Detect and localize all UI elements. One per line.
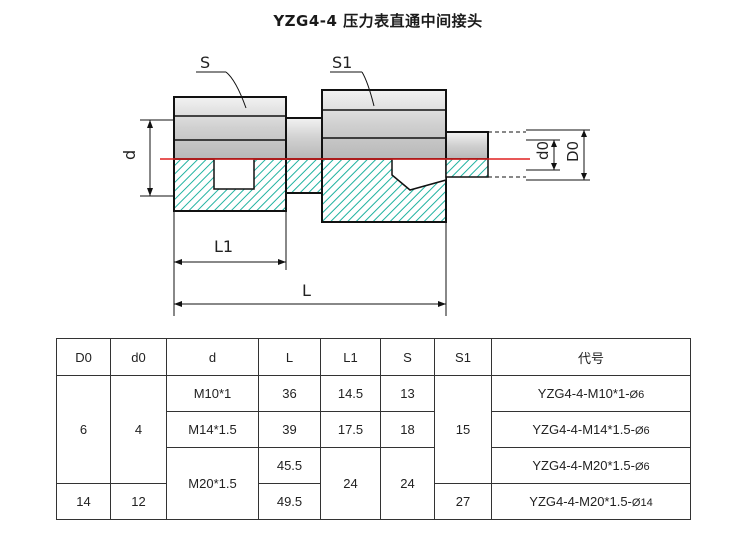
cell-d: M20*1.5 [166,447,259,520]
label-s: S [200,53,210,72]
header-d0: d0 [110,338,167,376]
cell-code: YZG4-4-M20*1.5-Ø14 [491,483,691,520]
table-row: 14 12 49.5 27 YZG4-4-M20*1.5-Ø14 [56,483,691,520]
cell-code: YZG4-4-M10*1-Ø6 [491,375,691,412]
label-L: L [302,281,311,300]
cell-D0: 14 [56,483,111,520]
table-row: 6 4 M10*1 36 14.5 13 15 YZG4-4-M10*1-Ø6 [56,375,691,484]
label-D0: D0 [564,141,582,162]
dimension-d: d [120,119,174,197]
cell-code: YZG4-4-M20*1.5-Ø6 [491,447,691,484]
left-hex-body [173,96,287,212]
dimension-D0: D0 [526,129,590,181]
cell-S: 24 [380,447,435,520]
code-diameter: Ø14 [631,497,653,509]
cell-L1: 17.5 [320,411,381,448]
cell-d: M14*1.5 [166,411,259,448]
cell-S1: 27 [434,483,492,520]
cell-L: 36 [258,375,321,412]
cell-d: M10*1 [166,375,259,412]
label-d: d [120,150,139,160]
cell-L1: 14.5 [320,375,381,412]
cell-S1: 15 [434,375,492,484]
header-S: S [380,338,435,376]
tube [445,131,526,178]
header-code: 代号 [491,338,691,376]
table-row: M14*1.5 39 17.5 18 YZG4-4-M14*1.5-Ø6 [57,411,691,448]
leader-s: S [196,53,247,109]
cell-D0: 6 [56,375,111,484]
cell-L1: 24 [320,447,381,520]
code-text: YZG4-4-M10*1- [537,386,630,401]
header-L1: L1 [320,338,381,376]
dimension-d0: d0 [526,139,560,171]
table-row: M20*1.5 45.5 24 24 YZG4-4-M20*1.5-Ø6 [57,447,691,520]
label-d0: d0 [534,141,552,160]
spec-table: D0 d0 d L L1 S S1 代号 6 4 M10*1 36 14.5 1… [56,338,691,520]
code-diameter: Ø6 [634,425,650,437]
cell-d0: 12 [110,483,167,520]
code-diameter: Ø6 [629,389,645,401]
header-L: L [258,338,321,376]
diagram-title: YZG4-4 压力表直通中间接头 [273,12,483,30]
leader-s1: S1 [330,53,375,107]
label-L1: L1 [214,237,233,256]
table-header-row: D0 d0 d L L1 S S1 代号 [56,338,691,376]
code-text: YZG4-4-M14*1.5- [532,422,635,437]
cell-L: 45.5 [258,447,321,484]
header-D0: D0 [56,338,111,376]
header-S1: S1 [434,338,492,376]
code-text: YZG4-4-M20*1.5- [529,494,632,509]
cell-code: YZG4-4-M14*1.5-Ø6 [491,411,691,448]
cell-S: 13 [380,375,435,412]
label-s1: S1 [332,53,352,72]
dimension-L: L [174,222,447,316]
code-text: YZG4-4-M20*1.5- [532,458,635,473]
code-diameter: Ø6 [634,461,650,473]
dimension-L1: L1 [173,193,287,316]
cell-L: 39 [258,411,321,448]
header-d: d [166,338,259,376]
cell-d0: 4 [110,375,167,484]
right-hex-nut [321,89,447,223]
cell-L: 49.5 [258,483,321,520]
cell-S: 18 [380,411,435,448]
neck [285,117,323,194]
fitting-cross-section: S S1 d d0 D0 L1 [120,53,590,316]
